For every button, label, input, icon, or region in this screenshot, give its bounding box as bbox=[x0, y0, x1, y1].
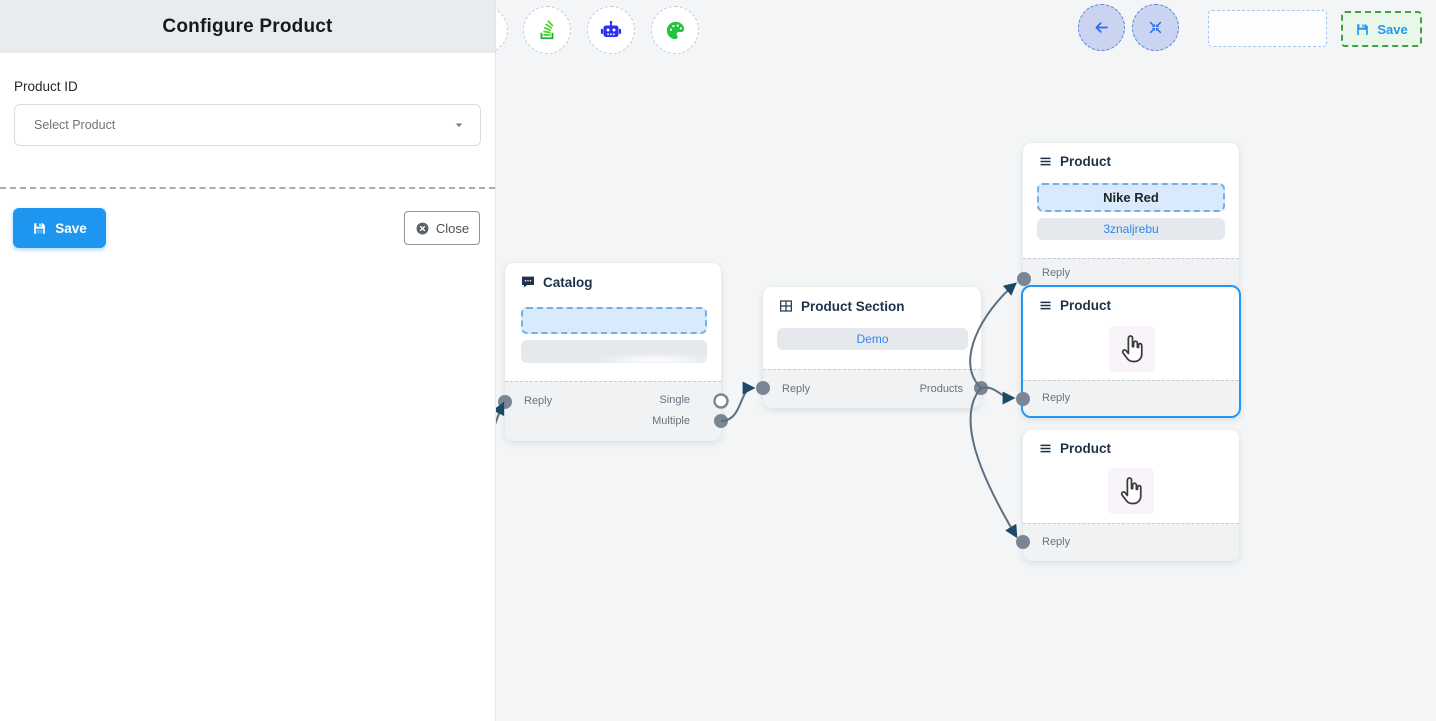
reply-handle-label: Reply bbox=[782, 383, 811, 395]
close-button-label: Close bbox=[435, 220, 470, 236]
section-option-label: Demo bbox=[856, 332, 889, 346]
node-title: Product bbox=[1060, 154, 1112, 169]
product-option-selected[interactable]: Nike Red bbox=[1037, 183, 1225, 212]
product-id-label: Product ID bbox=[14, 79, 78, 94]
save-button[interactable]: Save bbox=[13, 208, 106, 248]
edge-products-to-product3 bbox=[969, 387, 1018, 539]
product-node-footer: Reply bbox=[1023, 258, 1239, 287]
panel-divider bbox=[0, 187, 495, 189]
speech-bubble-icon bbox=[522, 276, 534, 288]
product-node-footer: Reply bbox=[1023, 380, 1239, 416]
toolbar-button-bot[interactable] bbox=[587, 6, 635, 54]
x-circle-icon bbox=[416, 222, 429, 234]
section-option-demo[interactable]: Demo bbox=[777, 328, 968, 350]
product-option-id-label: 3znaljrebu bbox=[1103, 222, 1159, 236]
reply-handle-label: Reply bbox=[1042, 267, 1071, 279]
node-title: Product bbox=[1060, 298, 1112, 313]
product-node-header: Product bbox=[1023, 143, 1239, 174]
product-section-node[interactable]: Product Section Demo Reply Products bbox=[763, 287, 981, 408]
product-node-1[interactable]: Product Nike Red 3znaljrebu Reply bbox=[1023, 143, 1239, 287]
node-title: Catalog bbox=[543, 274, 593, 290]
arrow-left-icon bbox=[1095, 22, 1108, 33]
save-icon bbox=[1357, 23, 1369, 35]
product-section-node-footer: Reply Products bbox=[763, 369, 981, 408]
products-handle-label: Products bbox=[919, 383, 963, 395]
catalog-node-footer: Reply Single Multiple bbox=[505, 381, 721, 441]
catalog-option-selected[interactable] bbox=[521, 307, 707, 334]
product-node-footer: Reply bbox=[1023, 523, 1239, 561]
catalog-option[interactable] bbox=[521, 340, 716, 367]
compress-icon bbox=[1149, 21, 1162, 34]
empty-dashed-button[interactable] bbox=[1208, 10, 1327, 47]
product-node-header: Product bbox=[1023, 430, 1239, 461]
hand-cursor-icon bbox=[1109, 326, 1155, 372]
product-option-id[interactable]: 3znaljrebu bbox=[1037, 218, 1225, 240]
panel-header: Configure Product bbox=[0, 0, 495, 53]
node-title: Product Section bbox=[801, 298, 905, 314]
product-node-3[interactable]: Product Reply bbox=[1023, 430, 1239, 561]
stack-icon bbox=[540, 20, 554, 40]
reply-handle-label: Reply bbox=[1042, 536, 1071, 548]
flow-canvas[interactable]: Save Catalog Reply Single Multiple bbox=[496, 0, 1436, 721]
edge-multiple-to-section bbox=[720, 381, 756, 422]
configure-product-panel: Configure Product Product ID Select Prod… bbox=[0, 0, 496, 721]
single-handle-label: Single bbox=[659, 394, 690, 406]
blurred-text bbox=[595, 353, 716, 367]
back-button[interactable] bbox=[1078, 4, 1125, 51]
palette-icon bbox=[666, 21, 684, 39]
reply-handle-label: Reply bbox=[524, 395, 553, 407]
multiple-handle-label: Multiple bbox=[652, 415, 690, 427]
menu-lines-icon bbox=[1040, 301, 1051, 310]
page-title: Configure Product bbox=[162, 15, 333, 37]
product-option-label: Nike Red bbox=[1103, 190, 1159, 205]
toolbar-button-theme[interactable] bbox=[651, 6, 699, 54]
save-icon bbox=[34, 222, 46, 234]
menu-lines-icon bbox=[1040, 157, 1051, 166]
toolbar-button-partial[interactable] bbox=[496, 6, 508, 54]
panel-body: Product ID Select Product bbox=[0, 53, 495, 146]
toolbar-button-flows[interactable] bbox=[523, 6, 571, 54]
table-grid-icon bbox=[780, 300, 792, 312]
product-node-header: Product bbox=[1023, 287, 1239, 318]
node-title: Product bbox=[1060, 441, 1112, 456]
edge-products-to-product2 bbox=[980, 386, 1016, 405]
catalog-node[interactable]: Catalog Reply Single Multiple bbox=[505, 263, 721, 441]
canvas-save-label: Save bbox=[1377, 21, 1408, 37]
fit-view-button[interactable] bbox=[1132, 4, 1179, 51]
hand-cursor-icon bbox=[1108, 468, 1154, 514]
reply-handle-label: Reply bbox=[1042, 392, 1071, 404]
select-value: Select Product bbox=[34, 118, 116, 132]
edge-into-catalog bbox=[496, 401, 505, 425]
product-section-node-header: Product Section bbox=[763, 287, 981, 319]
panel-actions: Save Close bbox=[0, 189, 495, 248]
save-button-label: Save bbox=[55, 220, 87, 236]
product-node-2[interactable]: Product Reply bbox=[1021, 285, 1241, 418]
product-id-select[interactable]: Select Product bbox=[14, 104, 481, 146]
catalog-node-header: Catalog bbox=[505, 263, 721, 295]
menu-lines-icon bbox=[1040, 444, 1051, 453]
canvas-save-button[interactable]: Save bbox=[1341, 11, 1422, 47]
close-button[interactable]: Close bbox=[404, 211, 480, 245]
chevron-down-icon bbox=[455, 123, 463, 128]
robot-icon bbox=[600, 20, 622, 37]
